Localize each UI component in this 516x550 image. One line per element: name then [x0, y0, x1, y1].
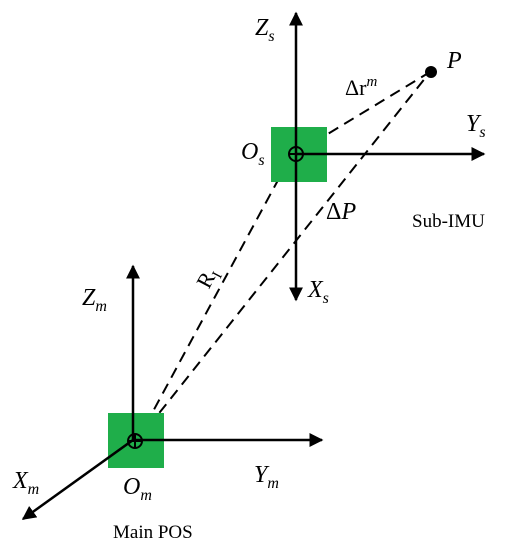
- main-x-axis-arrow: [21, 438, 134, 521]
- vector-ri-label: RI: [191, 263, 226, 294]
- sub-x-axis-label: Xs: [307, 277, 329, 307]
- sub-imu-caption: Sub-IMU: [412, 211, 485, 232]
- point-p-label: P: [446, 48, 462, 74]
- sub-origin-label: Os: [241, 139, 265, 169]
- sub-z-axis-label: Zs: [255, 15, 275, 45]
- main-x-axis-label: Xm: [12, 468, 39, 498]
- main-y-axis-label: Ym: [254, 462, 279, 492]
- main-z-axis-label: Zm: [82, 285, 107, 315]
- sub-y-axis-label: Ys: [466, 111, 486, 141]
- point-p-dot-icon: [425, 66, 437, 78]
- main-origin-marker-icon: [127, 433, 143, 449]
- vector-delta-r-label: Δrm: [345, 74, 377, 100]
- main-origin-label: Om: [123, 474, 152, 504]
- vector-delta-p-line: [136, 71, 431, 442]
- vector-ri-line: [136, 157, 291, 442]
- sub-origin-marker-icon: [288, 146, 304, 162]
- main-pos-caption: Main POS: [113, 522, 193, 543]
- vector-delta-p-label: ΔP: [326, 199, 356, 225]
